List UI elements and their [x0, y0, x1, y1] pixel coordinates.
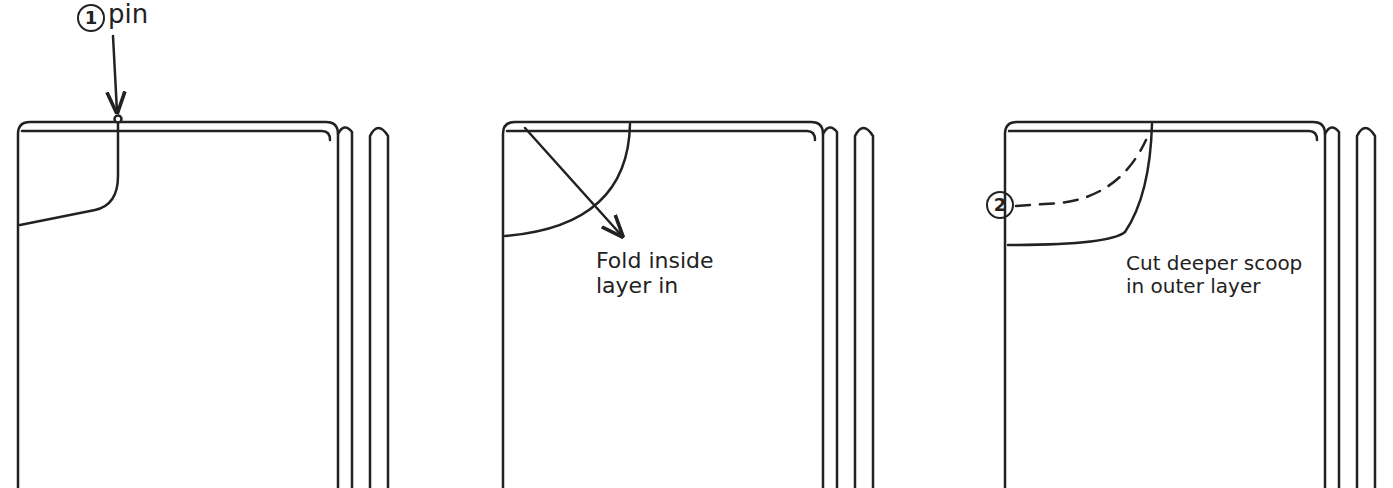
cut-line: [1016, 140, 1146, 206]
pin-arrow: [113, 36, 117, 112]
instruction-note: Fold inside layer in: [596, 248, 761, 299]
callout-number: 1: [77, 4, 105, 32]
fold-arrow: [525, 128, 622, 236]
fold-curve: [505, 124, 630, 236]
garment-panel: [1005, 122, 1375, 488]
garment-panel: [18, 122, 388, 488]
scoop-curve: [1008, 124, 1152, 245]
pin-mark: [115, 116, 122, 123]
neck-curve: [20, 124, 118, 225]
step-label: pin: [108, 0, 178, 30]
instruction-note: Cut deeper scoop in outer layer: [1126, 252, 1324, 298]
garment-panel: [503, 122, 873, 488]
callout-number: 2: [986, 191, 1014, 219]
